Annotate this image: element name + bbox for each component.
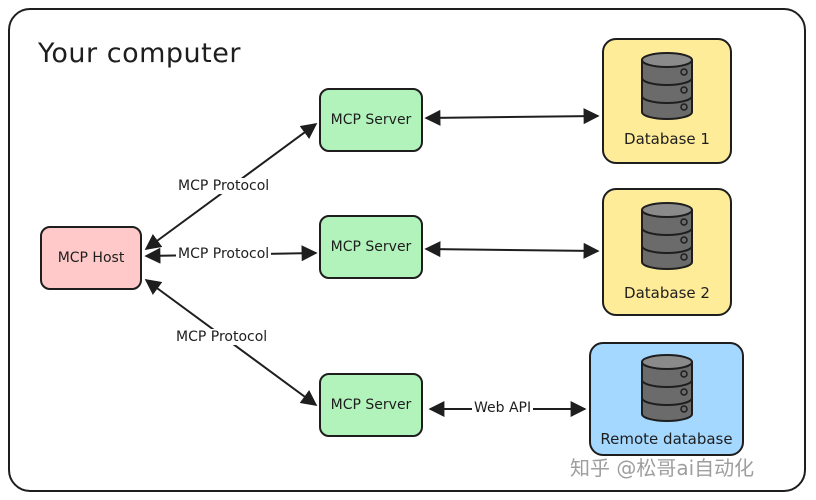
database-2-node[interactable]: Database 2 xyxy=(602,188,732,316)
watermark: 知乎 @松哥ai自动化 xyxy=(570,456,755,480)
database-label: Database 1 xyxy=(624,130,710,148)
mcp-server-label: MCP Server xyxy=(330,239,412,255)
database-1-node[interactable]: Database 1 xyxy=(602,38,732,164)
database-label: Remote database xyxy=(600,430,733,448)
mcp-server-node-1[interactable]: MCP Server xyxy=(319,88,423,152)
computer-boundary xyxy=(8,8,806,492)
mcp-server-node-2[interactable]: MCP Server xyxy=(319,215,423,279)
database-icon xyxy=(641,202,693,270)
mcp-host-label: MCP Host xyxy=(57,250,125,266)
mcp-server-label: MCP Server xyxy=(330,112,412,128)
remote-database-node[interactable]: Remote database xyxy=(589,342,744,456)
database-icon xyxy=(641,52,693,120)
edge-label-web-api: Web API xyxy=(472,400,534,416)
edge-label-protocol-2: MCP Protocol xyxy=(176,246,272,262)
edge-label-protocol-3: MCP Protocol xyxy=(174,329,270,345)
diagram-title: Your computer xyxy=(38,38,241,69)
arrow-server2-db2 xyxy=(424,241,600,259)
mcp-server-label: MCP Server xyxy=(330,397,412,413)
mcp-server-node-3[interactable]: MCP Server xyxy=(319,373,423,437)
edge-label-protocol-1: MCP Protocol xyxy=(176,178,272,194)
database-icon xyxy=(640,354,693,422)
arrow-server1-db1 xyxy=(424,108,600,126)
database-label: Database 2 xyxy=(624,284,710,302)
mcp-host-node[interactable]: MCP Host xyxy=(40,226,142,290)
